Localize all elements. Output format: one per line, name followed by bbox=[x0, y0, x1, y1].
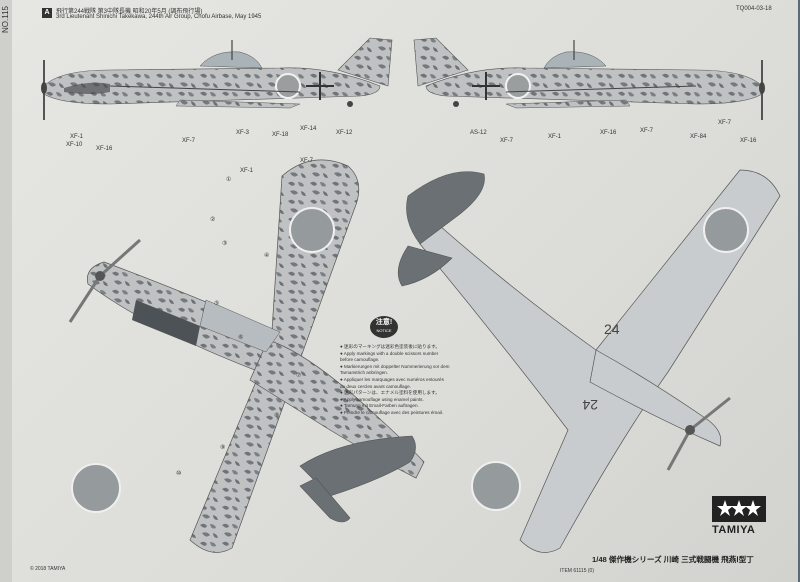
callout-label: XF-1 bbox=[70, 134, 84, 140]
top-view-aircraft bbox=[68, 159, 425, 553]
callout-label: XF-7 bbox=[182, 138, 196, 144]
notice-line: ● 迷彩のマーキングは迷彩色塗装後に貼ります。 bbox=[340, 344, 440, 349]
callout-label: AS-12 bbox=[470, 130, 487, 136]
callout-label: XF-14 bbox=[300, 126, 317, 132]
notice-line: ● Appliquer les marquages avec numéros e… bbox=[340, 376, 444, 382]
callout-label: XF-1 bbox=[240, 168, 254, 174]
callout-label: XF-7 bbox=[718, 120, 732, 126]
callout-label: ⑦ bbox=[296, 373, 302, 379]
tamiya-star-logo bbox=[712, 496, 766, 522]
notice-line: ● Apply camouflage using enamel paints. bbox=[340, 396, 424, 402]
callout-label: XF-7 bbox=[640, 128, 654, 134]
header-english: 3rd Lieutenant Shinichi Takekawa, 244th … bbox=[56, 14, 262, 20]
notice-line: de deux cercles avant camouflage. bbox=[340, 383, 411, 389]
header-japanese: 飛行第244戦隊 第3中隊長機 昭和20年5月 (調布飛行場) bbox=[56, 9, 203, 15]
callout-label: XF-16 bbox=[600, 130, 617, 136]
callout-label: XF-1 bbox=[548, 134, 562, 140]
callout-label: XF-12 bbox=[336, 130, 353, 136]
sheet-code: TQ004-03-18 bbox=[736, 6, 772, 12]
notice-line: before camouflage. bbox=[340, 357, 380, 363]
brand-name: TAMIYA bbox=[712, 524, 756, 536]
side-view-left-aircraft bbox=[41, 37, 393, 120]
callout-label: ⑩ bbox=[176, 471, 182, 477]
notice-badge-en: NOTICE bbox=[376, 328, 392, 333]
notice-badge: 注意! NOTICE bbox=[370, 316, 398, 338]
notice-line: Tarnanstrich anbringen. bbox=[340, 370, 389, 376]
kit-title: 1/48 傑作機シリーズ 川崎 三式戦闘機 飛燕Ⅰ型丁 bbox=[592, 555, 754, 564]
notice-badge-jp: 注意! bbox=[375, 319, 393, 326]
notice-line: ● Peindre le camouflage avec des peintur… bbox=[340, 409, 444, 415]
callout-label: ④ bbox=[264, 253, 270, 259]
fuselage-number-upper: 24 bbox=[604, 321, 620, 337]
notice-line: ● 迷彩パターンは、エナメル塗料を使用します。 bbox=[340, 390, 440, 396]
callout-label: ① bbox=[226, 177, 232, 183]
callout-label: XF-7 bbox=[300, 158, 314, 164]
callout-label: XF-7 bbox=[500, 138, 514, 144]
callout-label: ⑧ bbox=[274, 413, 280, 419]
side-view-right-aircraft bbox=[413, 37, 765, 120]
bottom-view-aircraft: 24 24 bbox=[397, 169, 781, 553]
copyright-line: © 2018 TAMIYA bbox=[30, 566, 66, 572]
footer-code: ITEM 61115 (0) bbox=[560, 568, 594, 574]
notice-text: ● 迷彩のマーキングは迷彩色塗装後に貼ります。 ● Apply markings… bbox=[340, 344, 456, 417]
notice-line: ● Markierungen mit doppelter Nummerierun… bbox=[340, 363, 450, 369]
section-badge: A bbox=[42, 8, 52, 18]
callout-label: ② bbox=[210, 217, 216, 223]
callout-label: XF-16 bbox=[96, 146, 113, 152]
notice-box: 注意! NOTICE ● 迷彩のマーキングは迷彩色塗装後に貼ります。 ● App… bbox=[336, 316, 456, 434]
callout-label: XF-84 bbox=[690, 134, 707, 140]
callout-label: ⑤ bbox=[214, 301, 220, 307]
notice-line: ● Tarnung mit Email-Farben auftragen. bbox=[340, 403, 419, 409]
callout-label: XF-18 bbox=[272, 132, 289, 138]
callout-label: XF-3 bbox=[236, 130, 250, 136]
fuselage-number-lower: 24 bbox=[582, 397, 598, 413]
notice-line: ● Apply markings with a double scissors … bbox=[340, 350, 439, 356]
callout-label: ⑥ bbox=[238, 335, 244, 341]
callout-label: XF-10 bbox=[66, 142, 83, 148]
callout-label: ③ bbox=[222, 241, 228, 247]
callout-label: XF-16 bbox=[740, 138, 757, 144]
callout-label: ⑨ bbox=[220, 445, 226, 451]
